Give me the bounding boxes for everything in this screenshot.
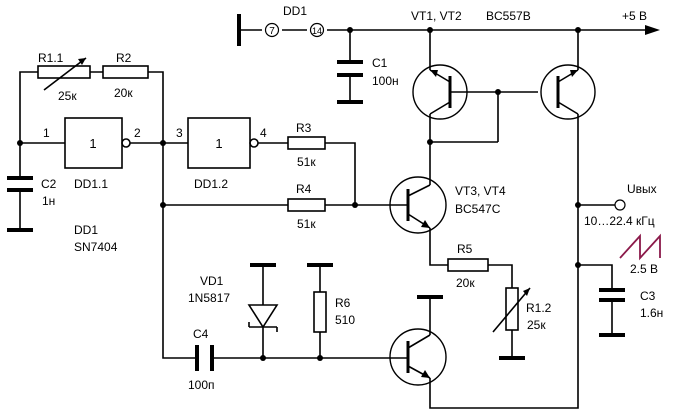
r2-value: 20к <box>114 86 133 100</box>
transistor-vt3 <box>389 176 447 234</box>
capacitor-c1 <box>337 60 363 77</box>
r5-ref: R5 <box>457 242 473 256</box>
resistor-r1-2 <box>505 287 519 331</box>
capacitor-c3 <box>599 288 625 302</box>
junction-dots <box>17 27 581 361</box>
r5-value: 20к <box>456 276 475 290</box>
r6-ref: R6 <box>335 296 351 310</box>
r6-value: 510 <box>335 313 355 327</box>
r1-2-ref: R1.2 <box>526 301 552 315</box>
r1-1-ref: R1.1 <box>38 51 64 65</box>
vt34-ref: VT3, VT4 <box>455 184 506 198</box>
ic-power-pins: 7 14 DD1 <box>239 4 350 38</box>
gate1-input-pin: 1 <box>43 126 50 140</box>
vd1-ref: VD1 <box>200 274 224 288</box>
resistor-r1-1-adjust-arrow <box>43 57 87 91</box>
transistor-vt4 <box>389 328 447 386</box>
inverter-dd1-1-bubble <box>121 138 131 148</box>
resistor-r4 <box>287 198 326 212</box>
sawtooth-waveform-icon <box>619 233 661 261</box>
inverters: 1 1 <box>64 117 259 169</box>
supply-arrow: +5 В <box>622 9 660 35</box>
c4-ref: C4 <box>193 327 209 341</box>
vt12-type: BC557B <box>486 9 531 23</box>
labels: R1.1 25к R2 20к R3 51к R4 51к R5 20к R1.… <box>38 9 663 392</box>
resistors <box>37 57 531 333</box>
gate2-ref: DD1.2 <box>194 177 228 191</box>
inverter-dd1-2-bubble <box>249 138 259 148</box>
resistor-r1-1 <box>37 65 91 79</box>
resistor-r6 <box>313 291 327 333</box>
c3-value: 1.6н <box>640 306 663 320</box>
output-terminal <box>614 199 626 211</box>
output-frequency: 10…22.4 кГц <box>584 214 655 228</box>
vt34-type: BC547C <box>455 202 501 216</box>
wires <box>19 29 645 409</box>
vt12-ref: VT1, VT2 <box>411 9 462 23</box>
c2-ref: C2 <box>41 177 57 191</box>
r4-value: 51к <box>297 217 316 231</box>
resistor-r5 <box>447 258 489 272</box>
ic-name-caption: DD1 <box>74 223 98 237</box>
power-bars <box>7 14 625 360</box>
c1-value: 100н <box>372 74 399 88</box>
gate2-output-pin: 4 <box>260 126 267 140</box>
r3-value: 51к <box>297 155 316 169</box>
c3-ref: C3 <box>640 289 656 303</box>
ic-name-label: DD1 <box>283 4 307 18</box>
resistor-r1-2-adjust-arrow <box>492 287 531 333</box>
r2-ref: R2 <box>116 51 132 65</box>
output-amplitude: 2.5 В <box>630 262 658 276</box>
r1-2-value: 25к <box>527 318 546 332</box>
pin14-label: 14 <box>312 26 322 36</box>
c4-value: 100п <box>188 378 215 392</box>
c1-ref: C1 <box>372 56 388 70</box>
output-label: Uвых <box>627 182 657 196</box>
transistor-vt1 <box>412 64 468 120</box>
capacitor-c4 <box>195 345 214 371</box>
c2-value: 1н <box>42 194 55 208</box>
resistor-r3 <box>287 136 326 150</box>
inverter-dd1-1-symbol: 1 <box>89 136 96 151</box>
ic-type: SN7404 <box>74 240 118 254</box>
diode-vd1 <box>247 304 279 332</box>
r3-ref: R3 <box>296 121 312 135</box>
gate1-ref: DD1.1 <box>74 177 108 191</box>
gate2-input-pin: 3 <box>176 126 183 140</box>
r1-1-value: 25к <box>58 89 77 103</box>
capacitor-c2 <box>7 176 33 192</box>
capacitors <box>7 60 625 371</box>
vd1-value: 1N5817 <box>188 291 230 305</box>
transistor-vt2 <box>540 64 596 120</box>
supply-label: +5 В <box>622 9 647 23</box>
pin7-label: 7 <box>269 26 275 37</box>
inverter-dd1-2-symbol: 1 <box>215 136 222 151</box>
gate1-output-pin: 2 <box>134 126 141 140</box>
r4-ref: R4 <box>296 182 312 196</box>
resistor-r2 <box>102 65 149 79</box>
